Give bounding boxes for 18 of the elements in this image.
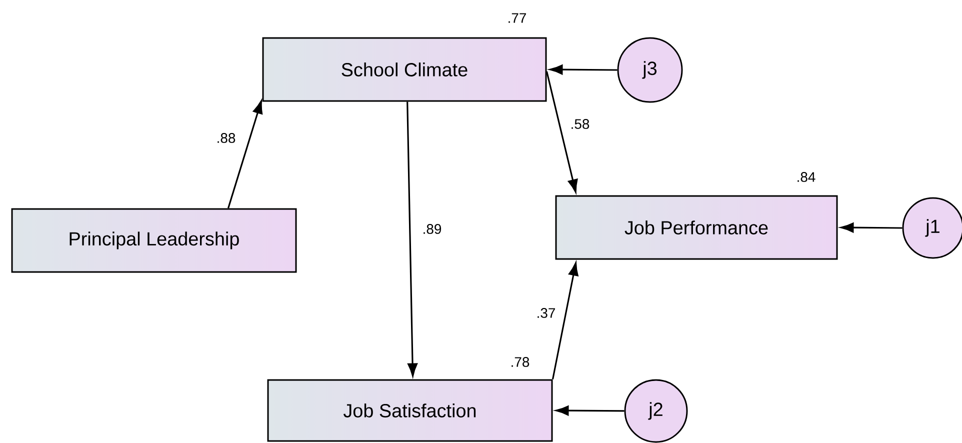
variable-box: Job Satisfaction [267,379,553,442]
path-coefficient: .89 [421,223,443,235]
path-arrow [546,71,578,193]
path-coefficient: .58 [569,118,591,130]
r-squared-value: .77 [508,13,526,23]
path-coefficient: .88 [215,132,237,144]
path-arrow [227,100,263,208]
path-arrow [840,222,902,233]
path-arrow [556,406,624,416]
variable-box: School Climate [262,37,547,102]
variable-box: Principal Leadership [11,208,297,273]
path-coefficient: .37 [535,307,557,319]
path-arrow [552,262,578,380]
r-squared-value: .84 [798,172,816,182]
r-squared-value: .78 [512,357,530,367]
variable-box: Job Performance [555,195,838,260]
path-arrow [550,64,618,75]
path-arrow [406,102,418,376]
